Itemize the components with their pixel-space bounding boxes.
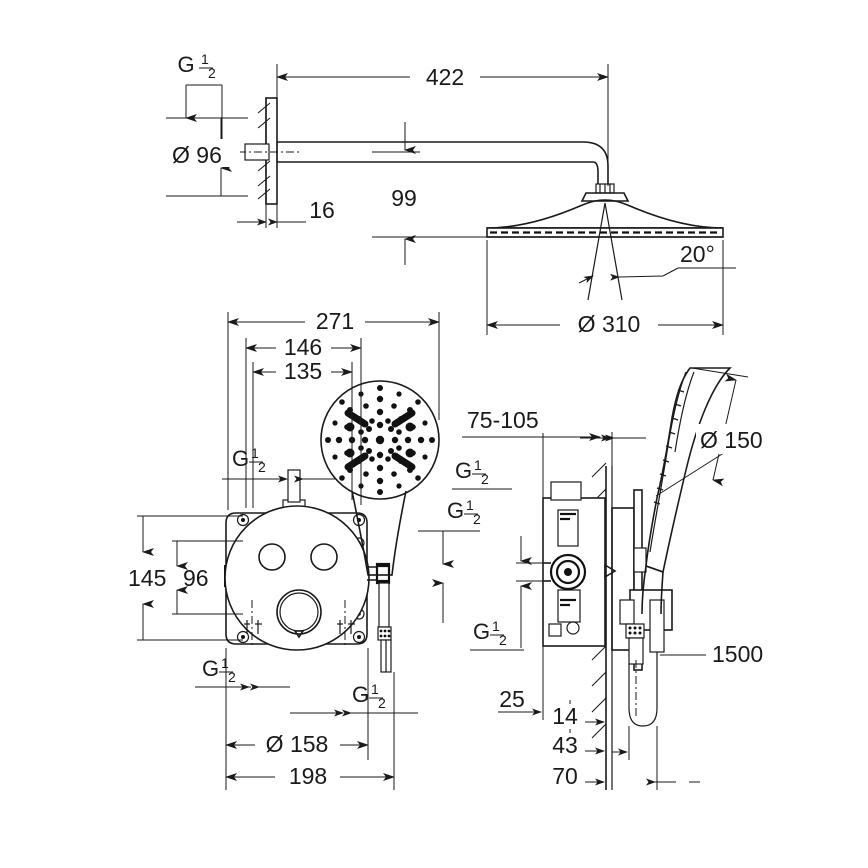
dim-158: Ø 158 — [225, 648, 369, 760]
dim-thread-bottom-left: G 1 2 — [195, 655, 290, 691]
dim-271: 271 — [227, 307, 440, 510]
dim-thread-right-upper: G 1 2 — [418, 497, 481, 568]
dim-label-20deg: 20° — [680, 241, 715, 267]
dim-head-diameter: Ø 310 — [486, 240, 724, 338]
dim-label-thread-bl-sup: 1 — [221, 655, 229, 671]
spray-face-bars — [344, 409, 416, 471]
dim-label-section-tl-sub: 2 — [499, 632, 507, 648]
dim-96-front: 96 — [172, 540, 243, 615]
dim-label-70: 70 — [552, 763, 578, 789]
spray-angle-cone — [587, 202, 623, 301]
dim-label-43: 43 — [552, 732, 578, 758]
dim-label-96: Ø 96 — [172, 142, 222, 168]
valve-right-outlet — [367, 562, 392, 673]
dim-label-25: 25 — [499, 686, 525, 712]
dim-label-thread-bl: G — [202, 656, 219, 681]
dim-label-16: 16 — [309, 197, 335, 223]
dim-label-thread-bm-sub: 2 — [378, 695, 386, 711]
spray-face-pattern — [325, 385, 435, 495]
hose-texture — [379, 629, 391, 638]
dim-label-thread-top: G — [177, 52, 194, 77]
dim-label-thread-ru: G — [447, 498, 464, 523]
dim-14: 14 — [545, 700, 607, 790]
view-valve-body-front: 271 146 135 G 1 2 — [128, 307, 481, 790]
dim-label-158: Ø 158 — [266, 731, 329, 757]
threaded-nipple — [238, 143, 300, 161]
dim-198: 198 — [225, 672, 395, 790]
dim-43: 43 — [545, 732, 605, 758]
section-hose-connector — [619, 589, 673, 727]
dim-flange-depth: 16 — [237, 197, 335, 228]
dim-70: 70 — [545, 763, 605, 789]
dim-label-150: Ø 150 — [700, 427, 763, 453]
dim-arm-length: 422 — [276, 64, 609, 186]
dim-label-145: 145 — [128, 565, 166, 591]
dim-drop-height: 99 — [372, 122, 490, 265]
dim-label-thread-inlet: G — [232, 446, 249, 471]
view-head-shower-arm: G 1 2 422 Ø 96 16 — [166, 51, 736, 338]
dim-75-105: 75-105 — [462, 407, 601, 498]
dim-trim-projection-top — [580, 432, 646, 490]
dim-label-thread-inlet-sub: 2 — [258, 459, 266, 475]
section-valve-body — [542, 481, 606, 647]
dim-label-146: 146 — [284, 334, 322, 360]
dim-label-96-front: 96 — [183, 565, 209, 591]
dim-section-thread-lower: G 1 2 — [470, 580, 545, 651]
view-valve-body-section: 75-105 Ø 150 G 1 2 — [452, 367, 796, 790]
dim-1500: 1500 — [660, 641, 763, 667]
dim-146: 146 — [245, 334, 362, 508]
dim-label-135: 135 — [284, 358, 322, 384]
dim-label-thread-top-sub: 2 — [208, 65, 216, 81]
dim-label-thread-bm: G — [352, 682, 369, 707]
dim-label-thread-ru-sup: 1 — [466, 497, 474, 513]
dim-label-section-tu-sub: 2 — [481, 471, 489, 487]
dim-label-thread-ru-sub: 2 — [473, 511, 481, 527]
dim-label-422: 422 — [426, 64, 464, 90]
valve-outlet-markers — [244, 600, 355, 648]
dim-25: 25 — [498, 646, 544, 720]
dim-spray-angle: 20° — [578, 241, 736, 284]
dim-thread-bottom-mid: G 1 2 — [290, 681, 418, 717]
dim-label-310: Ø 310 — [578, 311, 641, 337]
hose-coupling-texture — [628, 626, 642, 635]
valve-round-plate — [224, 505, 370, 651]
dim-label-section-tu: G — [455, 458, 472, 483]
dim-label-section-tu-sup: 1 — [474, 457, 482, 473]
hand-shower-front — [320, 380, 440, 576]
dim-thread-top-inlet: G 1 2 — [222, 445, 335, 483]
dim-135: 135 — [252, 358, 353, 508]
dim-label-271: 271 — [316, 308, 354, 334]
dim-label-thread-bl-sub: 2 — [228, 669, 236, 685]
dim-label-14: 14 — [552, 703, 578, 729]
head-shower — [486, 199, 724, 238]
dim-label-thread-inlet-sup: 1 — [251, 445, 259, 461]
dim-label-section-tl-sup: 1 — [492, 618, 500, 634]
dim-150: Ø 150 — [655, 367, 796, 497]
dim-label-1500: 1500 — [712, 641, 763, 667]
dim-145: 145 — [128, 515, 243, 641]
dim-label-thread-bm-sup: 1 — [371, 681, 379, 697]
dim-label-thread-top-sup: 1 — [201, 51, 209, 67]
dim-label-section-tl: G — [473, 619, 490, 644]
dim-label-75-105: 75-105 — [467, 407, 539, 433]
dim-label-99: 99 — [391, 185, 417, 211]
dim-section-thread-upper: G 1 2 — [452, 457, 545, 565]
hand-shower-side — [641, 367, 732, 615]
arm-head-connector — [580, 183, 630, 202]
dim-label-198: 198 — [289, 763, 327, 789]
dim-projection-arrows — [612, 726, 700, 790]
dim-flange-diameter: Ø 96 — [166, 117, 248, 197]
hand-shower-nozzle-edge — [653, 389, 685, 505]
